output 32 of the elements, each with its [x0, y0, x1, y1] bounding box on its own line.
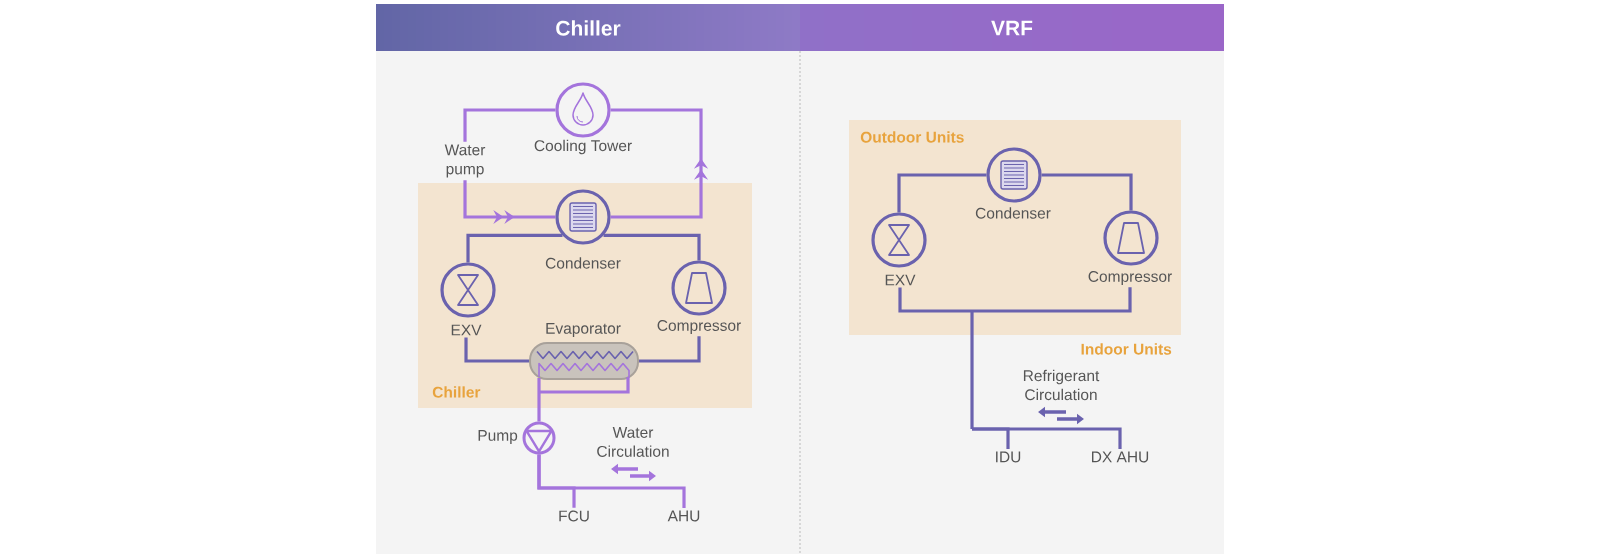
component-label: Cooling Tower	[534, 139, 632, 155]
header-title: VRF	[991, 20, 1033, 36]
component-label: AHU	[667, 510, 700, 522]
flow-label: Refrigerant Circulation	[1023, 369, 1100, 401]
connector-line	[537, 454, 686, 508]
flow-label: Water Circulation	[597, 427, 669, 457]
component-label: EXV	[451, 324, 482, 336]
component-label: Pump	[478, 430, 518, 444]
component-label: Condenser	[545, 257, 621, 269]
connector-line	[464, 337, 529, 363]
connector-line	[1041, 173, 1133, 211]
connector-line	[639, 336, 701, 363]
component-label: Water pump	[444, 144, 486, 178]
connector-line	[463, 108, 556, 142]
area-label: Indoor Units	[1081, 343, 1172, 355]
component-label: Condenser	[975, 207, 1051, 219]
connector-line	[897, 173, 987, 213]
connector-line	[970, 311, 974, 429]
connector-line	[898, 287, 972, 313]
connector-line	[972, 287, 1132, 313]
component-label: Compressor	[657, 320, 741, 334]
component-label: Evaporator	[546, 323, 621, 337]
component-label: Compressor	[1088, 271, 1172, 285]
component-label: EXV	[885, 274, 916, 286]
component-label: FCU	[559, 510, 589, 522]
connector-line	[972, 427, 1122, 449]
component-label: DX AHU	[1092, 451, 1149, 463]
connector-line	[603, 233, 701, 261]
component-label: IDU	[996, 451, 1021, 463]
connector-line	[466, 233, 563, 263]
header-title: Chiller	[556, 20, 621, 36]
connector-line	[537, 378, 541, 422]
